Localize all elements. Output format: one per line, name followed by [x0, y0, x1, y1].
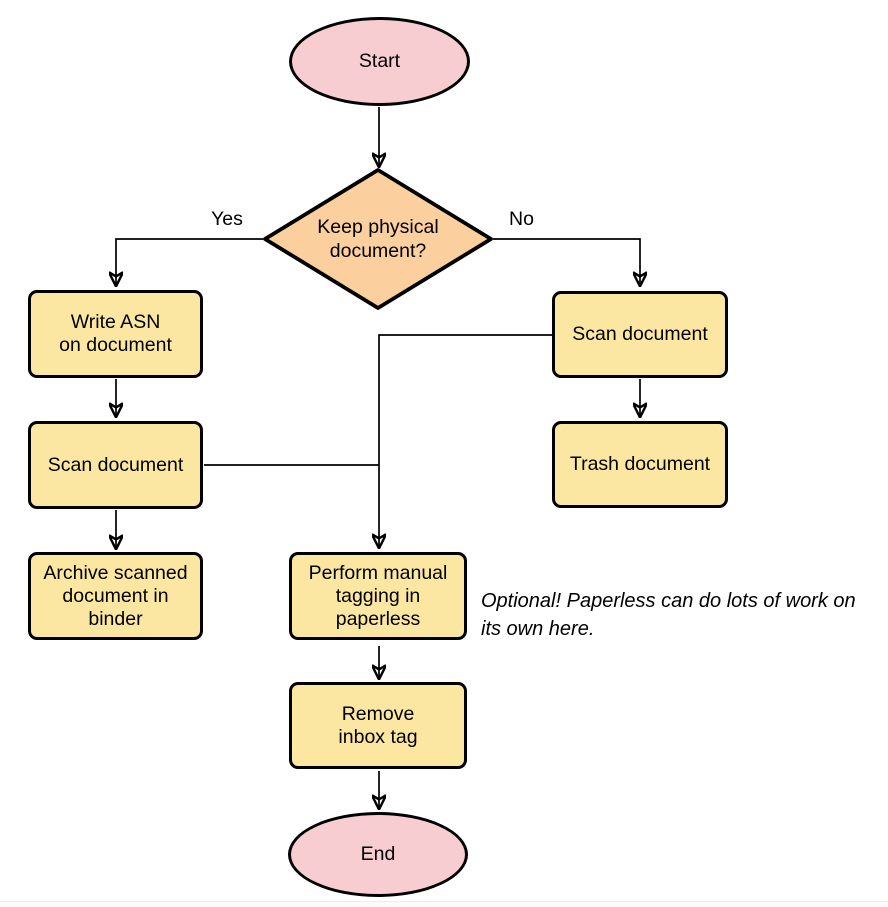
- node-scan-document-right: Scan document: [552, 291, 728, 378]
- page-bottom-divider: [0, 901, 888, 902]
- node-manual-tagging-label: Perform manual tagging in paperless: [308, 561, 448, 630]
- node-write-asn: Write ASN on document: [28, 290, 203, 378]
- node-start-label: Start: [358, 50, 401, 72]
- node-scan-document-left: Scan document: [28, 421, 203, 509]
- node-decision: Keep physical document?: [261, 166, 495, 312]
- edge-decision-no: [493, 238, 640, 285]
- edge-label-no: No: [509, 208, 534, 230]
- node-decision-label: Keep physical document?: [317, 216, 439, 262]
- edge-scanright-tagging: [379, 334, 552, 547]
- node-archive-binder: Archive scanned document in binder: [28, 552, 203, 640]
- node-end: End: [288, 812, 468, 897]
- node-trash-document: Trash document: [552, 421, 728, 508]
- edge-label-yes: Yes: [211, 208, 243, 230]
- node-remove-inbox-tag-label: Remove inbox tag: [338, 702, 418, 748]
- node-end-label: End: [360, 843, 396, 865]
- node-trash-document-label: Trash document: [569, 453, 711, 475]
- node-write-asn-label: Write ASN on document: [59, 311, 172, 356]
- node-start: Start: [289, 17, 470, 106]
- node-manual-tagging: Perform manual tagging in paperless: [289, 552, 467, 640]
- node-archive-binder-label: Archive scanned document in binder: [43, 561, 188, 630]
- page-bottom-strip: [0, 902, 888, 907]
- annotation-note: Optional! Paperless can do lots of work …: [481, 590, 856, 640]
- node-scan-document-left-label: Scan document: [47, 453, 184, 476]
- node-scan-document-right-label: Scan document: [572, 323, 708, 345]
- node-remove-inbox-tag: Remove inbox tag: [289, 682, 467, 769]
- edge-decision-yes: [116, 238, 263, 285]
- diamond-shape: [263, 168, 493, 310]
